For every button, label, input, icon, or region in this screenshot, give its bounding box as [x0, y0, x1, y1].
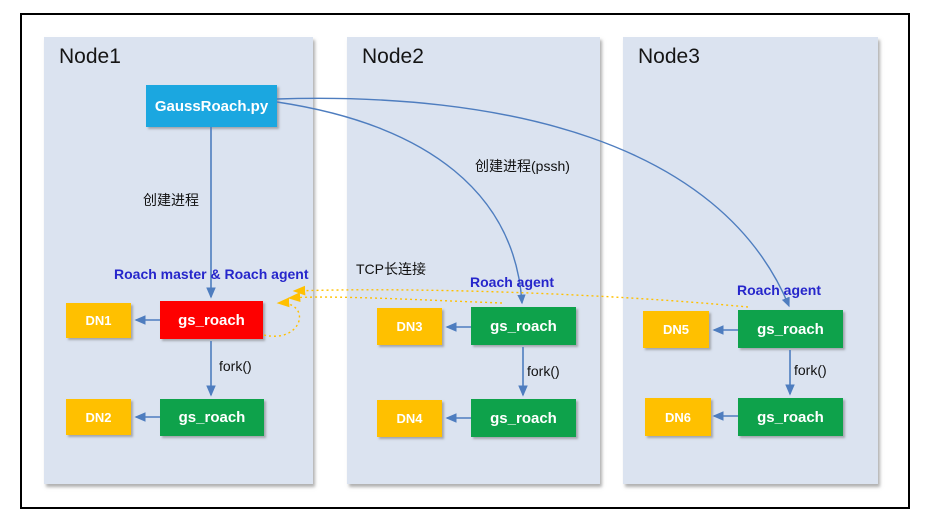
dn5-box: DN5 [643, 311, 709, 348]
node3-gsroach-fork-box: gs_roach [738, 398, 843, 436]
node2-title: Node2 [362, 45, 424, 68]
dn3-box: DN3 [377, 308, 442, 345]
node1-title: Node1 [59, 45, 121, 68]
node1-gsroach-fork-box: gs_roach [160, 399, 264, 436]
dn1-box: DN1 [66, 303, 131, 338]
spawn-local-label: 创建进程 [143, 192, 199, 208]
node2-gsroach-fork-box: gs_roach [471, 399, 576, 437]
dn6-box: DN6 [645, 398, 711, 436]
node1-fork-label: fork() [219, 358, 252, 374]
node3-gsroach-agent-box: gs_roach [738, 310, 843, 348]
gaussroach-controller-box: GaussRoach.py [146, 85, 277, 127]
node3-role-label: Roach agent [737, 282, 822, 298]
tcp-connection-label: TCP长连接 [356, 261, 426, 277]
node1-gsroach-master-box: gs_roach [160, 301, 263, 339]
node2-role-label: Roach agent [470, 274, 555, 290]
node2-fork-label: fork() [527, 363, 560, 379]
node3-fork-label: fork() [794, 362, 827, 378]
dn2-box: DN2 [66, 399, 131, 435]
node2-gsroach-agent-box: gs_roach [471, 307, 576, 345]
dn4-box: DN4 [377, 400, 442, 437]
spawn-remote-label: 创建进程(pssh) [475, 158, 570, 174]
node3-title: Node3 [638, 45, 700, 68]
node1-role-label: Roach master & Roach agent [114, 266, 309, 282]
